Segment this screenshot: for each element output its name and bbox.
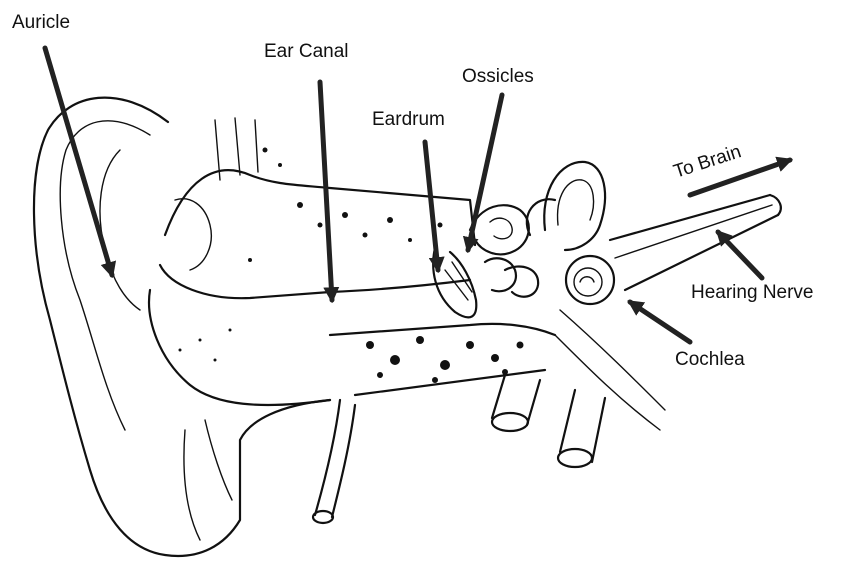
- bone-texture: [179, 148, 524, 384]
- auricle-label: Auricle: [12, 12, 70, 33]
- to-brain-label: To Brain: [671, 141, 744, 183]
- skull-contours: [555, 310, 665, 430]
- hearing-nerve-shape: [610, 195, 781, 290]
- ear-canal-pointer: [320, 82, 332, 300]
- hearing-nerve-pointer: [718, 232, 762, 278]
- ossicles-label: Ossicles: [462, 66, 534, 87]
- ear-canal-shape: [149, 118, 555, 405]
- inner-ear-shape: [527, 162, 614, 304]
- cochlea-label: Cochlea: [675, 349, 745, 370]
- ear-canal-label: Ear Canal: [264, 41, 349, 62]
- lower-tubes: [313, 375, 605, 523]
- eardrum-pointer: [425, 142, 438, 270]
- cochlea-pointer: [630, 302, 690, 342]
- auricle-pointer: [45, 48, 112, 275]
- eardrum-label: Eardrum: [372, 109, 445, 130]
- hearing-nerve-label: Hearing Nerve: [691, 282, 814, 303]
- ossicles-pointer: [468, 95, 502, 250]
